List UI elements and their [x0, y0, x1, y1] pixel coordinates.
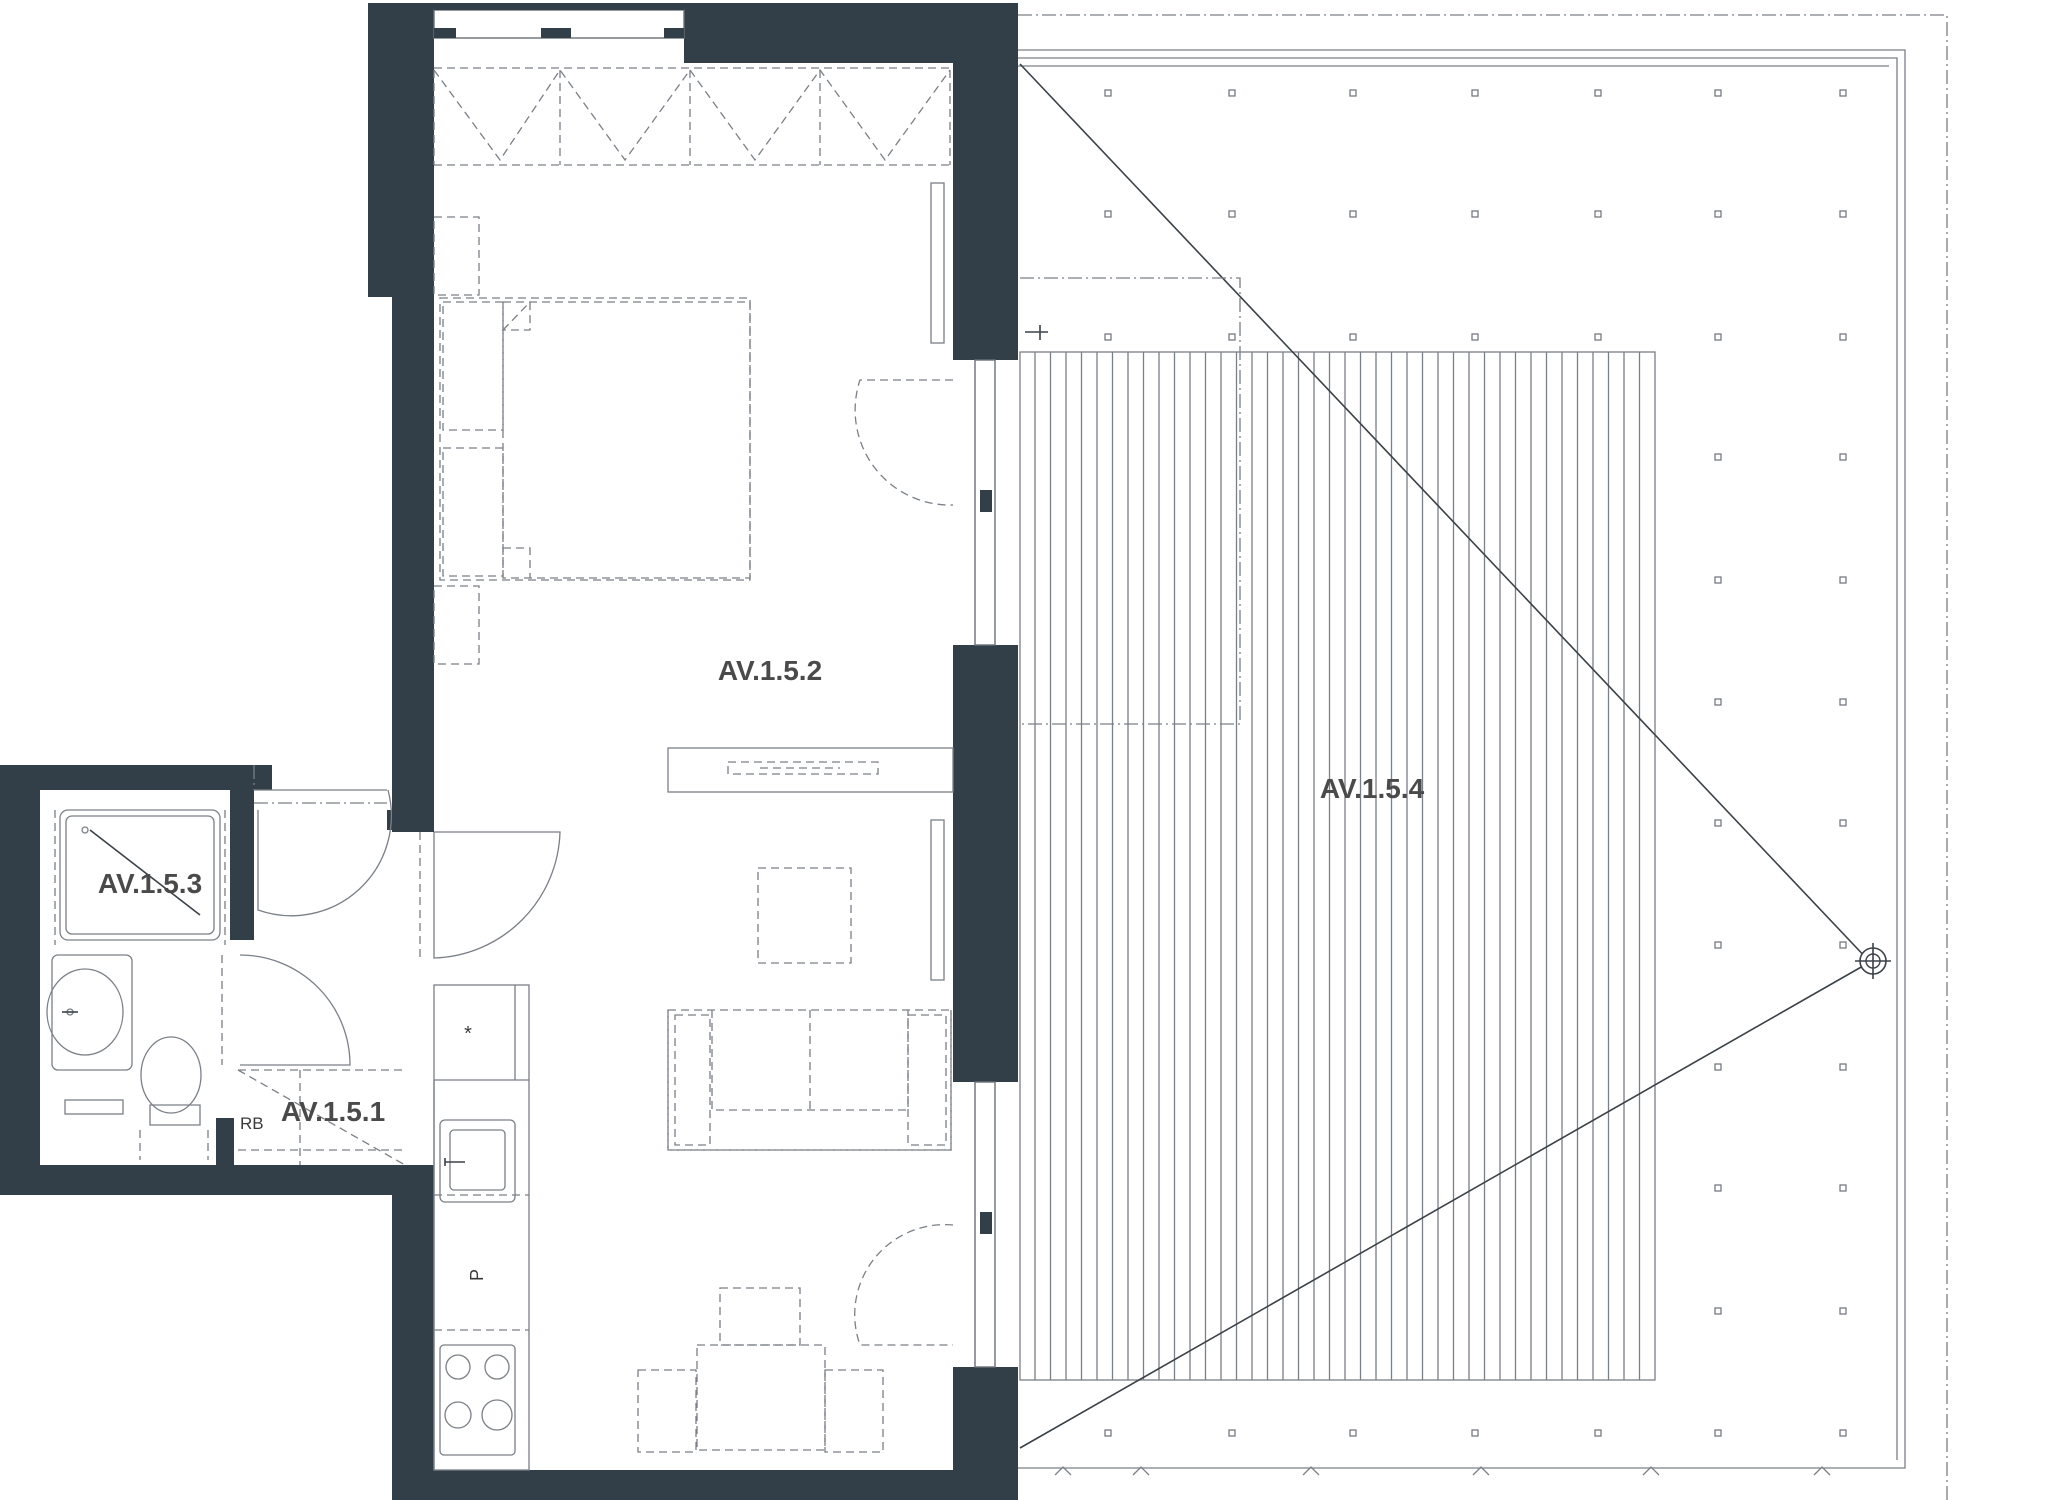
grid-marker	[1594, 210, 1602, 218]
grid-marker	[1104, 210, 1112, 218]
rb-mark: RB	[240, 1114, 264, 1133]
grid-marker	[1714, 210, 1722, 218]
room-label-av153: AV.1.5.3	[98, 868, 202, 899]
fridge-mark: *	[464, 1023, 472, 1045]
edge-tick	[1054, 1466, 1072, 1476]
entry: RB	[221, 765, 561, 1166]
room-main: * P	[433, 67, 954, 1471]
grid-marker	[1471, 210, 1479, 218]
walls	[0, 3, 1018, 1500]
grid-marker	[1714, 819, 1722, 827]
grid-marker	[1839, 576, 1847, 584]
grid-marker	[1839, 333, 1847, 341]
grid-marker	[1839, 453, 1847, 461]
grid-marker	[1349, 89, 1357, 97]
grid-marker	[1471, 89, 1479, 97]
grid-marker	[1839, 941, 1847, 949]
grid-marker	[1839, 1184, 1847, 1192]
edge-tick	[1302, 1466, 1320, 1476]
deck-boards	[1034, 352, 1641, 1380]
grid-marker	[1714, 1429, 1722, 1437]
grid-marker	[1839, 1307, 1847, 1315]
room-label-av151: AV.1.5.1	[281, 1096, 385, 1127]
grid-marker	[1349, 333, 1357, 341]
edge-tick	[1132, 1466, 1150, 1476]
edge-ticks	[1054, 1466, 1831, 1476]
grid-marker	[1104, 89, 1112, 97]
grid-marker	[1228, 1429, 1236, 1437]
grid-marker	[1228, 333, 1236, 341]
grid-marker	[1349, 1429, 1357, 1437]
grid-marker	[1839, 819, 1847, 827]
grid-marker	[1839, 698, 1847, 706]
grid-marker	[1104, 1429, 1112, 1437]
grid-marker	[1714, 1063, 1722, 1071]
edge-tick	[1642, 1466, 1660, 1476]
grid-marker	[1714, 333, 1722, 341]
room-label-av154: AV.1.5.4	[1320, 773, 1425, 804]
grid-marker	[1471, 1429, 1479, 1437]
edge-tick	[1813, 1466, 1831, 1476]
grid-marker	[1714, 1307, 1722, 1315]
kitchen-p-mark: P	[467, 1269, 487, 1281]
drain-icon	[1855, 943, 1891, 979]
grid-marker	[1228, 210, 1236, 218]
grid-marker	[1594, 89, 1602, 97]
room-label-av152: AV.1.5.2	[718, 655, 822, 686]
grid-marker	[1714, 698, 1722, 706]
grid-marker	[1471, 333, 1479, 341]
grid-marker	[1839, 1063, 1847, 1071]
grid-marker	[1714, 453, 1722, 461]
grid-marker	[1839, 1429, 1847, 1437]
grid-marker	[1839, 89, 1847, 97]
terrace	[1018, 14, 1948, 1500]
grid-markers	[1104, 89, 1847, 1437]
grid-marker	[1594, 333, 1602, 341]
grid-marker	[1714, 941, 1722, 949]
grid-marker	[1104, 333, 1112, 341]
grid-marker	[1228, 89, 1236, 97]
grid-marker	[1839, 210, 1847, 218]
grid-marker	[1714, 1184, 1722, 1192]
grid-marker	[1714, 576, 1722, 584]
edge-tick	[1472, 1466, 1490, 1476]
bathroom	[46, 809, 226, 1160]
grid-marker	[1714, 89, 1722, 97]
grid-marker	[1594, 1429, 1602, 1437]
grid-marker	[1349, 210, 1357, 218]
